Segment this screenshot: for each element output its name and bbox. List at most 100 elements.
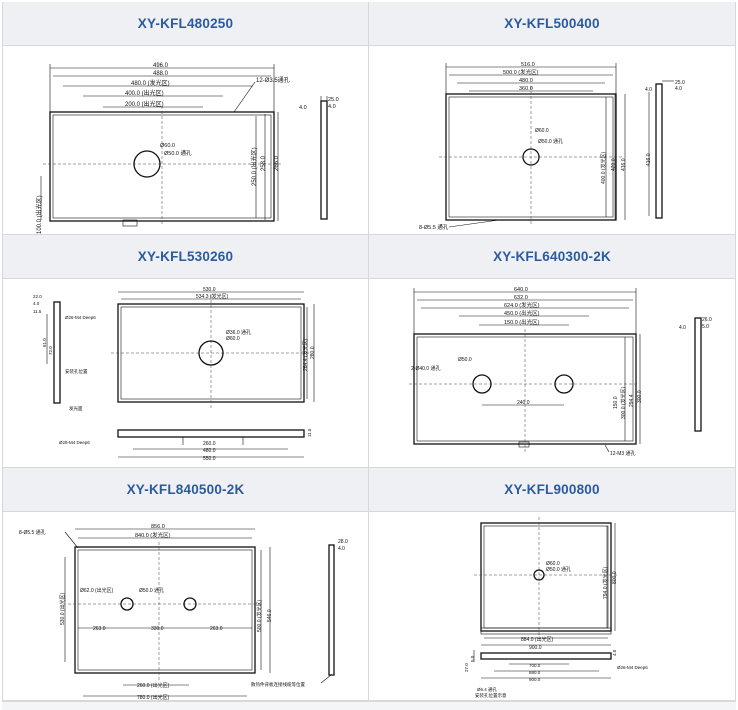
svg-text:632.0: 632.0	[514, 295, 528, 301]
svg-text:880.0: 880.0	[529, 670, 541, 675]
panel-outline	[480, 522, 612, 632]
svg-text:420.0: 420.0	[611, 158, 617, 171]
svg-text:4.0: 4.0	[33, 301, 40, 306]
svg-text:300.0 (发光区): 300.0 (发光区)	[620, 386, 627, 419]
svg-text:150.0 (出光区): 150.0 (出光区)	[504, 318, 540, 326]
side-view	[53, 301, 61, 404]
svg-text:2-Ø40.0 通孔: 2-Ø40.0 通孔	[411, 365, 440, 372]
panel-xy-kfl530260: XY-KFL530260 22.0 4.0 11.5 61.0 72.0 Ø26…	[2, 235, 369, 468]
svg-text:Ø50.0 通孔: Ø50.0 通孔	[164, 149, 192, 157]
side-view	[320, 100, 328, 220]
svg-text:4.0: 4.0	[675, 86, 682, 92]
panel-xy-kfl900800: XY-KFL900800 Ø60.0 Ø50.0 通孔 794.0 (发光区) …	[369, 468, 736, 701]
svg-text:4.0: 4.0	[328, 104, 336, 110]
svg-text:5.0: 5.0	[702, 324, 709, 330]
drawing-svg: 516.0 500.0 (发光区) 480.0 360.0 Ø60.0 Ø50.…	[419, 62, 685, 231]
svg-text:12-M3 通孔: 12-M3 通孔	[610, 450, 636, 457]
drawing-svg: Ø60.0 Ø50.0 通孔 794.0 (发光区) 800.0 884.0 (…	[464, 517, 648, 699]
drawing-svg: 22.0 4.0 11.5 61.0 72.0 Ø26-M4 Deep6 安装孔…	[33, 287, 316, 462]
svg-text:500.0 (发光区): 500.0 (发光区)	[256, 599, 263, 632]
svg-text:12-Ø3.5通孔: 12-Ø3.5通孔	[256, 76, 290, 84]
next-row-edge-right	[369, 701, 736, 710]
left-hole	[120, 597, 134, 611]
left-hole	[472, 374, 492, 394]
svg-text:534.3 (发光区): 534.3 (发光区)	[196, 293, 229, 300]
svg-text:Ø50.0 通孔: Ø50.0 通孔	[538, 138, 563, 145]
panel-xy-kfl500400: XY-KFL500400 516.0 500.0 (发光区) 480.0 360…	[369, 2, 736, 235]
svg-text:400.0 (出光区): 400.0 (出光区)	[125, 89, 164, 97]
svg-text:260.0 (出光区): 260.0 (出光区)	[137, 682, 170, 689]
svg-text:11.5: 11.5	[307, 428, 312, 437]
svg-text:700.0: 700.0	[529, 663, 541, 668]
side-view	[328, 544, 335, 676]
svg-text:250.0 (出光区): 250.0 (出光区)	[250, 147, 258, 186]
svg-text:800.0: 800.0	[612, 571, 618, 584]
svg-text:4.0: 4.0	[338, 546, 345, 552]
svg-text:330.0: 330.0	[151, 626, 164, 632]
svg-text:安装孔位置: 安装孔位置	[65, 368, 88, 375]
side-view	[655, 83, 663, 219]
svg-text:Ø26-M4 Deep6: Ø26-M4 Deep6	[617, 665, 648, 670]
svg-text:263.0: 263.0	[93, 626, 106, 632]
svg-text:416.0: 416.0	[646, 153, 652, 166]
svg-text:516.0: 516.0	[521, 62, 535, 68]
svg-text:Ø60.0: Ø60.0	[535, 128, 549, 134]
svg-text:150.0: 150.0	[613, 396, 619, 409]
svg-text:280.0: 280.0	[310, 346, 316, 359]
svg-text:Ø26-M4 Deep6: Ø26-M4 Deep6	[59, 440, 90, 445]
svg-text:4.0: 4.0	[645, 87, 652, 93]
svg-text:100.0 (出光区): 100.0 (出光区)	[35, 195, 43, 234]
right-hole	[554, 374, 574, 394]
panel-xy-kfl840500-2k: XY-KFL840500-2K 8-Ø5.5 通孔 856.0 840.0 (发…	[2, 468, 369, 701]
svg-text:263.0: 263.0	[210, 626, 223, 632]
svg-text:Ø50.0: Ø50.0	[458, 357, 472, 363]
svg-text:400.0 (发光区): 400.0 (发光区)	[600, 151, 607, 184]
next-row-edge-left	[2, 701, 369, 710]
svg-text:780.0 (出光区): 780.0 (出光区)	[137, 694, 170, 701]
svg-text:散热件背板连接线缆等位置: 散热件背板连接线缆等位置	[251, 681, 305, 688]
svg-text:72.0: 72.0	[48, 346, 53, 355]
svg-text:624.0 (发光区): 624.0 (发光区)	[504, 301, 540, 309]
technical-drawing: Ø60.0 Ø50.0 通孔 794.0 (发光区) 800.0 884.0 (…	[369, 512, 735, 700]
svg-text:546.0: 546.0	[267, 609, 273, 622]
center-hole	[133, 150, 161, 178]
svg-text:28.0: 28.0	[338, 539, 348, 545]
technical-drawing: 640.0 632.0 624.0 (发光区) 450.0 (出光区) 150.…	[369, 279, 735, 467]
svg-text:4.0: 4.0	[299, 105, 307, 111]
svg-text:500.0 (发光区): 500.0 (发光区)	[503, 68, 539, 76]
technical-drawing: 8-Ø5.5 通孔 856.0 840.0 (发光区) Ø62.0 (出光区) …	[3, 512, 368, 701]
right-hole	[183, 597, 197, 611]
panel-title: XY-KFL900800	[369, 468, 735, 512]
svg-text:488.0: 488.0	[153, 71, 169, 77]
svg-text:200.0 (出光区): 200.0 (出光区)	[125, 100, 164, 108]
svg-text:258.0: 258.0	[261, 155, 267, 171]
svg-text:Ø50.0 通孔: Ø50.0 通孔	[139, 587, 164, 594]
svg-text:530.0 (出光区): 530.0 (出光区)	[59, 592, 66, 625]
svg-text:4.0: 4.0	[612, 649, 617, 656]
drawing-svg: 496.0 488.0 480.0 (发光区) 400.0 (出光区) 200.…	[35, 63, 339, 234]
svg-text:61.0: 61.0	[42, 338, 47, 347]
svg-text:8-Ø5.5 通孔: 8-Ø5.5 通孔	[19, 529, 46, 536]
svg-text:8-Ø5.5 通孔: 8-Ø5.5 通孔	[419, 223, 449, 231]
svg-text:640.0: 640.0	[514, 287, 528, 293]
panel-title: XY-KFL530260	[3, 235, 368, 279]
svg-text:26.0: 26.0	[702, 317, 712, 323]
svg-text:Ø60.0: Ø60.0	[160, 143, 175, 149]
svg-text:27.0: 27.0	[464, 663, 469, 672]
emitting-area	[483, 525, 609, 629]
svg-text:416.0: 416.0	[621, 158, 627, 171]
svg-text:480.0: 480.0	[203, 448, 216, 454]
panel-title: XY-KFL500400	[369, 2, 735, 46]
center-hole	[533, 569, 545, 581]
svg-text:530.0: 530.0	[203, 287, 216, 293]
svg-text:480.0 (发光区): 480.0 (发光区)	[131, 79, 170, 87]
technical-drawing: 22.0 4.0 11.5 61.0 72.0 Ø26-M4 Deep6 安装孔…	[3, 279, 368, 467]
svg-text:Ø36.0 通孔: Ø36.0 通孔	[226, 329, 251, 336]
side-view	[694, 317, 702, 432]
svg-text:5.0: 5.0	[470, 655, 475, 662]
svg-text:4.0: 4.0	[679, 325, 686, 331]
svg-text:260.0: 260.0	[203, 441, 216, 447]
svg-text:550.0: 550.0	[203, 456, 216, 462]
svg-text:884.0 (出光区): 884.0 (出光区)	[521, 636, 554, 643]
